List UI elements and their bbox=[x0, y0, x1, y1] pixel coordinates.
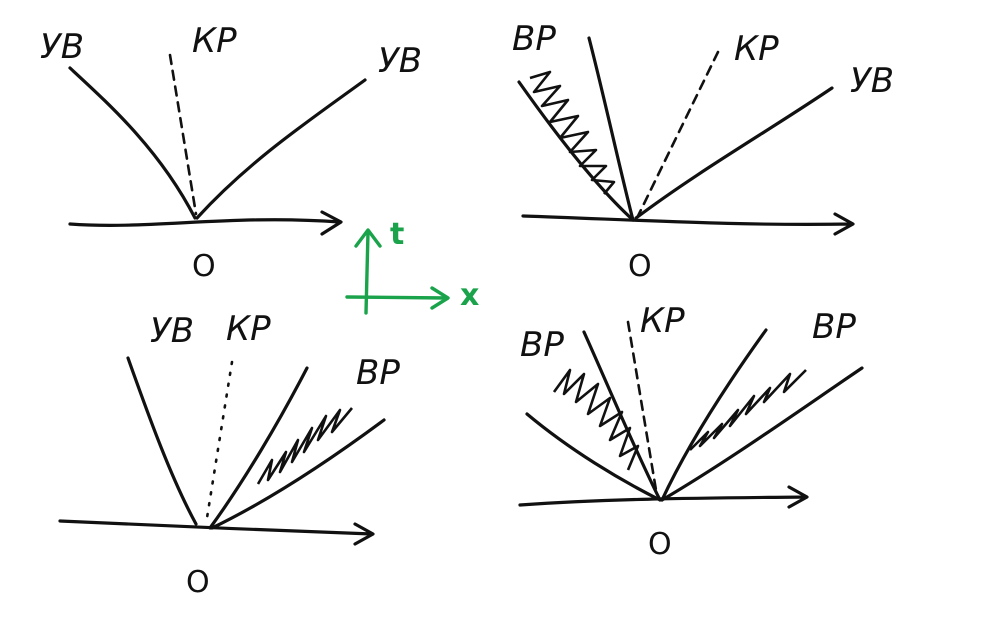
x-axis-arrow bbox=[521, 212, 855, 236]
label-right: УВ bbox=[850, 61, 894, 101]
rarefaction-outer-line bbox=[517, 80, 635, 222]
rarefaction-inner-line bbox=[208, 366, 309, 530]
rarefaction-fan-wave bbox=[529, 70, 616, 195]
origin-label: O bbox=[186, 565, 210, 600]
x-axis-arrow bbox=[68, 210, 343, 236]
x-axis-legend-arrow bbox=[345, 286, 450, 310]
label-middle: КР bbox=[226, 309, 271, 349]
origin-label: O bbox=[648, 527, 672, 562]
rarefaction-outer-line bbox=[210, 418, 386, 530]
label-right: ВР bbox=[812, 307, 856, 347]
right-wave-line bbox=[195, 78, 367, 220]
right-rarefaction-inner-line bbox=[660, 328, 768, 502]
label-left: УВ bbox=[150, 311, 194, 351]
contact-discontinuity-line bbox=[636, 50, 720, 218]
right-wave-line bbox=[634, 86, 834, 220]
left-wave-line bbox=[68, 66, 197, 220]
contact-discontinuity-line bbox=[168, 53, 198, 216]
label-right: УВ bbox=[378, 41, 422, 81]
panel-top-left: УВ КР УВ O bbox=[40, 21, 422, 284]
label-left: ВР bbox=[520, 325, 564, 365]
left-rarefaction-outer-line bbox=[525, 412, 662, 502]
x-axis-label: x bbox=[460, 278, 479, 313]
origin-label: O bbox=[192, 249, 216, 284]
label-left: УВ bbox=[40, 27, 84, 67]
left-rarefaction-fan-wave bbox=[552, 368, 640, 471]
t-axis-label: t bbox=[390, 217, 404, 252]
label-middle: КР bbox=[734, 29, 779, 69]
rarefaction-inner-line bbox=[587, 36, 635, 222]
contact-discontinuity-line bbox=[626, 320, 658, 492]
left-rarefaction-inner-line bbox=[582, 330, 662, 502]
x-axis-arrow bbox=[518, 485, 809, 509]
right-rarefaction-fan-wave bbox=[689, 369, 807, 451]
left-wave-line bbox=[126, 356, 198, 526]
label-left: ВР bbox=[512, 19, 556, 59]
label-right: ВР bbox=[356, 353, 400, 393]
right-rarefaction-outer-line bbox=[660, 366, 864, 502]
rarefaction-fan-wave bbox=[256, 407, 353, 485]
panel-top-right: ВР КР УВ O bbox=[512, 19, 894, 284]
axes-legend: t x bbox=[345, 217, 479, 315]
panel-bottom-right: ВР КР ВР O bbox=[518, 301, 864, 562]
t-axis-arrow bbox=[354, 228, 382, 315]
label-middle: КР bbox=[640, 301, 685, 341]
origin-label: O bbox=[628, 249, 652, 284]
panel-bottom-left: УВ КР ВР O bbox=[58, 309, 400, 600]
label-middle: КР bbox=[192, 21, 237, 61]
